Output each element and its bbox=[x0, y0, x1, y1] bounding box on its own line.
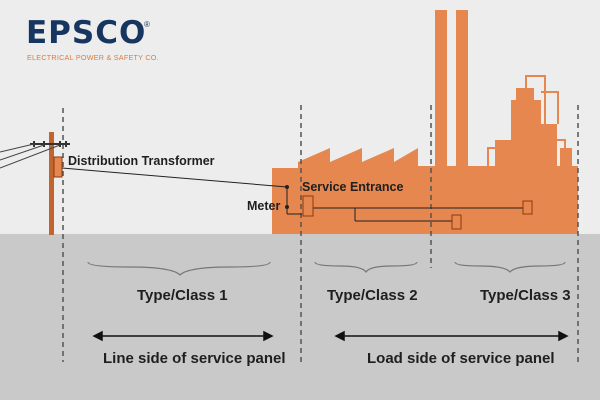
meter-node bbox=[285, 205, 289, 209]
load-side-label: Load side of service panel bbox=[367, 350, 555, 367]
factory bbox=[272, 10, 578, 234]
service-entrance-node bbox=[285, 185, 289, 189]
registered-mark: ® bbox=[144, 20, 150, 29]
wiring bbox=[61, 167, 523, 222]
brand-logo: EPSCO bbox=[26, 15, 147, 51]
service-entrance-label: Service Entrance bbox=[302, 180, 404, 194]
type-class-1-label: Type/Class 1 bbox=[137, 287, 228, 304]
ground bbox=[0, 234, 600, 400]
section-braces bbox=[87, 261, 566, 276]
branch-device bbox=[522, 200, 533, 215]
utility-pole bbox=[0, 132, 70, 235]
meter-label: Meter bbox=[247, 199, 281, 213]
brand-tagline: ELECTRICAL POWER & SAFETY CO. bbox=[27, 53, 159, 62]
section-dividers bbox=[62, 105, 579, 362]
subpanel bbox=[451, 214, 462, 230]
service-panel bbox=[302, 195, 314, 217]
type-class-2-label: Type/Class 2 bbox=[327, 287, 418, 304]
factory-pipes bbox=[487, 75, 566, 166]
side-arrows bbox=[92, 330, 569, 342]
distribution-transformer-label: Distribution Transformer bbox=[68, 154, 215, 168]
line-side-label: Line side of service panel bbox=[103, 350, 286, 367]
type-class-3-label: Type/Class 3 bbox=[480, 287, 571, 304]
